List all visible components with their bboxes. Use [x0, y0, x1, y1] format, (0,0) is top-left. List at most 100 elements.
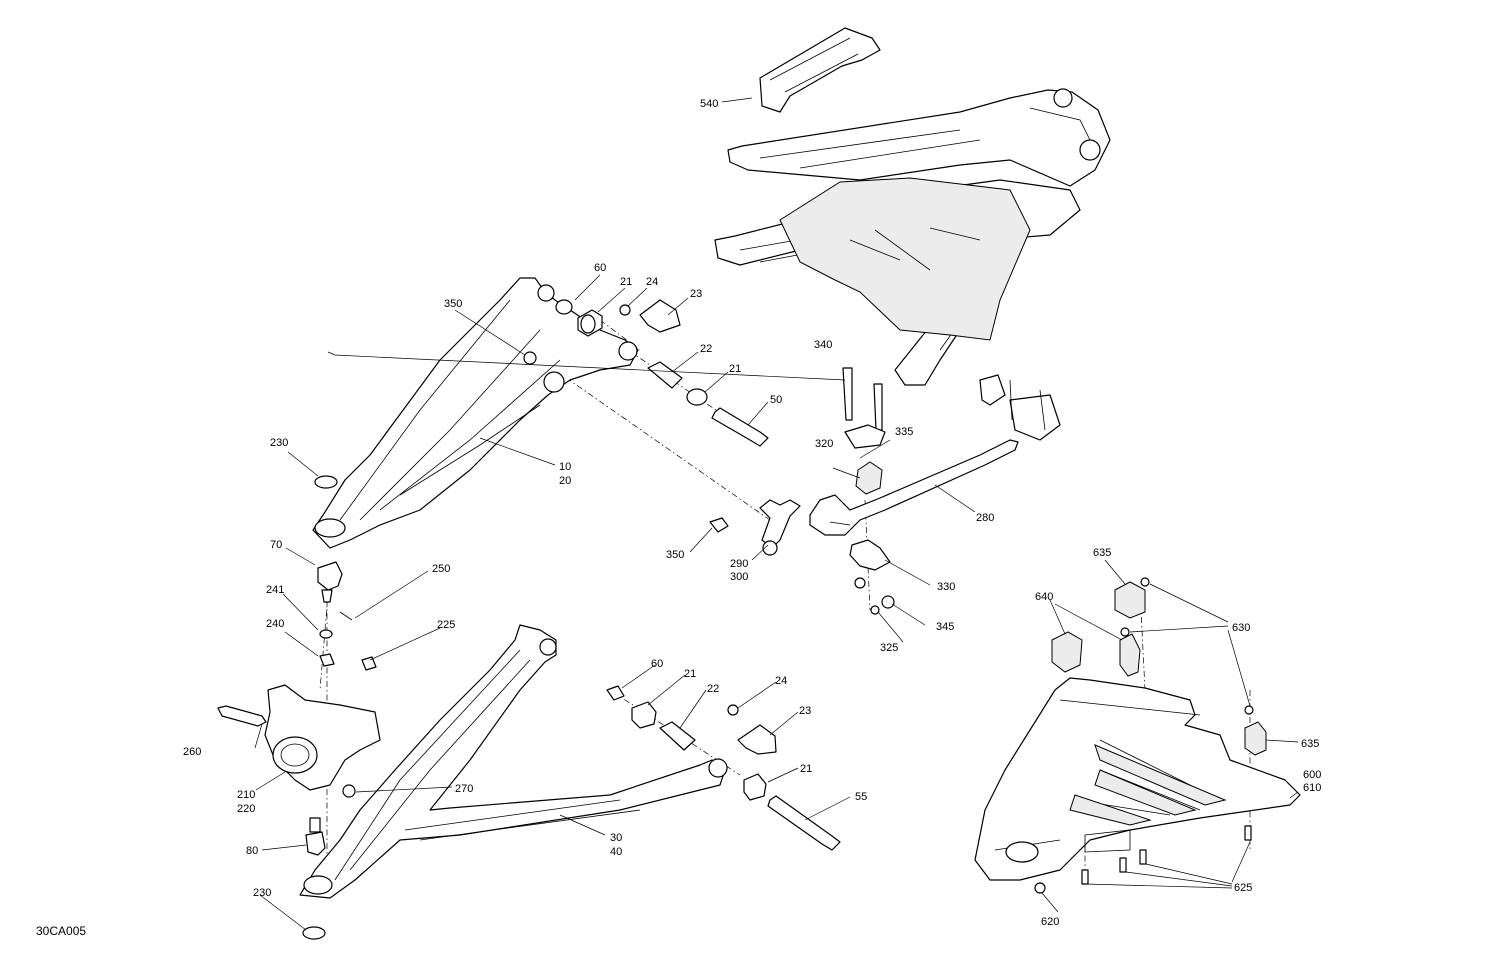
upper-arm-hardware — [523, 299, 769, 447]
bracket-23b — [737, 724, 777, 755]
callout-241: 241 — [266, 584, 284, 596]
callout-610: 610 — [1303, 782, 1321, 794]
ball-joint-70 — [317, 561, 343, 591]
callout-620: 620 — [1041, 916, 1059, 928]
bracket-635b — [1244, 721, 1267, 756]
rear-arm-assembly — [714, 27, 1111, 386]
callout-230: 230 — [253, 887, 271, 899]
callout-635: 635 — [1301, 738, 1319, 750]
knuckle — [217, 684, 381, 940]
bushing-21d — [743, 773, 767, 801]
callout-540: 540 — [700, 98, 718, 110]
callout-290: 290 — [730, 558, 748, 570]
nut-630a — [1140, 577, 1150, 587]
callout-30: 30 — [610, 832, 622, 844]
callout-21: 21 — [800, 763, 812, 775]
screw-625d — [1244, 825, 1252, 841]
bracket-540 — [759, 27, 881, 113]
upper-arm-rear — [727, 89, 1111, 187]
nut-270 — [342, 784, 356, 798]
callout-340: 340 — [814, 339, 832, 351]
upper-a-arm — [312, 277, 639, 549]
bracket-23a — [639, 299, 681, 333]
nut-24a — [619, 304, 631, 316]
screw-625b — [1119, 857, 1127, 873]
callout-80: 80 — [246, 845, 258, 857]
lower-arm-hardware — [606, 685, 841, 851]
skid-plate — [974, 577, 1301, 894]
cotter-pin-250 — [339, 611, 353, 621]
callout-345: 345 — [936, 621, 954, 633]
callout-280: 280 — [976, 512, 994, 524]
nut-325 — [870, 605, 880, 615]
callout-350: 350 — [666, 549, 684, 561]
callout-labels: 540 60 21 24 23 350 22 21 50 230 10 20 3… — [183, 98, 1321, 928]
callout-10: 10 — [559, 461, 571, 473]
sleeve-22a — [647, 361, 683, 389]
callout-225: 225 — [437, 619, 455, 631]
washer-60a — [555, 299, 573, 315]
bolt-55 — [767, 795, 841, 851]
callout-600: 600 — [1303, 769, 1321, 781]
nut-330 — [854, 577, 866, 589]
callout-325: 325 — [880, 642, 898, 654]
callout-21: 21 — [620, 276, 632, 288]
washer-241 — [319, 629, 333, 639]
nut-630b — [1120, 627, 1130, 637]
callout-50: 50 — [770, 394, 782, 406]
callout-335: 335 — [895, 426, 913, 438]
link-290 — [759, 499, 801, 549]
circlip-230b — [302, 926, 326, 940]
drawing-reference: 30CA005 — [36, 924, 86, 938]
circlip-230a — [314, 475, 338, 489]
callout-21: 21 — [684, 668, 696, 680]
callout-270: 270 — [455, 783, 473, 795]
callout-640: 640 — [1035, 591, 1053, 603]
callout-350: 350 — [444, 298, 462, 310]
plate-335 — [844, 424, 886, 449]
bolt-340a — [842, 367, 853, 421]
nut-24b — [727, 704, 739, 716]
callout-22: 22 — [700, 343, 712, 355]
nut-350a — [523, 351, 537, 365]
bolt-340b — [873, 383, 883, 431]
bushing-21b — [686, 388, 708, 406]
bolt-50 — [711, 407, 769, 447]
callout-20: 20 — [559, 475, 571, 487]
callout-23: 23 — [799, 705, 811, 717]
nut-350b — [709, 517, 729, 533]
bracket-635a — [1114, 581, 1146, 619]
nut-345 — [881, 595, 895, 609]
callout-40: 40 — [610, 846, 622, 858]
callout-24: 24 — [646, 276, 658, 288]
callout-240: 240 — [266, 618, 284, 630]
callout-630: 630 — [1232, 622, 1250, 634]
callout-23: 23 — [690, 288, 702, 300]
bushing-320 — [855, 461, 883, 495]
screw-625a — [1081, 869, 1089, 885]
callout-22: 22 — [707, 683, 719, 695]
sleeve-22b — [659, 721, 696, 751]
callout-320: 320 — [815, 438, 833, 450]
leader-lines — [254, 97, 1299, 931]
callout-210: 210 — [237, 789, 255, 801]
stabilizer-bar — [709, 367, 1061, 615]
callout-220: 220 — [237, 803, 255, 815]
nut-630c — [1244, 705, 1254, 715]
ball-joint-80 — [305, 831, 326, 856]
knuckle-210 — [264, 684, 381, 791]
nut-240 — [319, 653, 335, 667]
skid-plate-600 — [974, 677, 1301, 881]
bracket-640 — [1051, 631, 1083, 673]
callout-300: 300 — [730, 571, 748, 583]
callout-260: 260 — [183, 746, 201, 758]
callout-635: 635 — [1093, 547, 1111, 559]
callout-250: 250 — [432, 563, 450, 575]
bolt-260 — [217, 705, 267, 727]
callout-625: 625 — [1234, 882, 1252, 894]
washer-60b — [606, 685, 625, 701]
callout-60: 60 — [594, 262, 606, 274]
clamp-330 — [849, 539, 891, 571]
sleeve-225 — [361, 656, 377, 671]
